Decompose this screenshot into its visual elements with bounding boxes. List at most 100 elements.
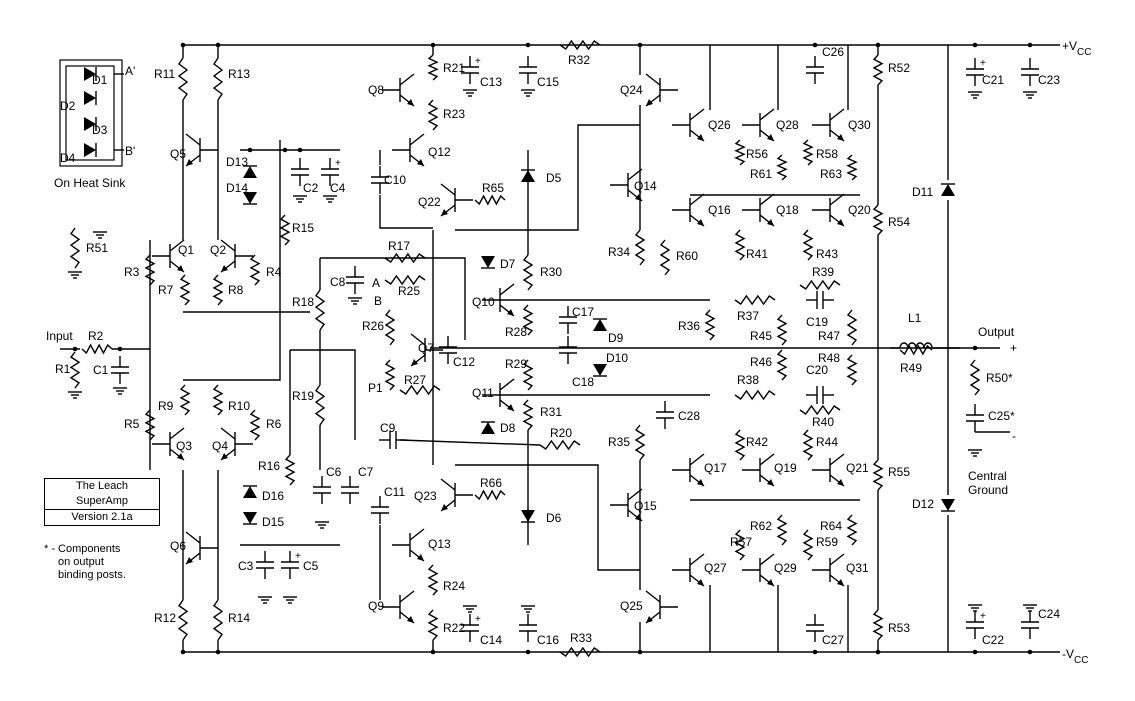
label-r55: R55 xyxy=(888,465,910,479)
label-r19: R19 xyxy=(292,389,314,403)
label-r49: R49 xyxy=(900,361,922,375)
label-q15: Q15 xyxy=(634,499,657,513)
transistor-q7 xyxy=(410,333,443,367)
capacitor-c6 xyxy=(313,476,331,504)
resistor-r35 xyxy=(634,424,646,461)
diode-d11 xyxy=(941,183,955,196)
junction-dot xyxy=(1027,42,1033,48)
label-r16: R16 xyxy=(258,459,280,473)
label-c24: C24 xyxy=(1038,607,1060,621)
resistor-r23 xyxy=(427,99,439,131)
output-plus-label: + xyxy=(1010,341,1017,355)
label-r44: R44 xyxy=(816,435,838,449)
capacitor-c12 xyxy=(439,336,457,364)
junction-dot xyxy=(297,147,303,153)
resistor-r43 xyxy=(802,229,814,261)
label-c10: C10 xyxy=(384,173,406,187)
transistor-q30 xyxy=(812,108,845,142)
label-c4: C4 xyxy=(330,181,346,195)
label-r26: R26 xyxy=(362,319,384,333)
diode-d13 xyxy=(243,165,257,178)
diode-d12 xyxy=(941,499,955,512)
resistor-r48 xyxy=(846,354,858,386)
label-r40: R40 xyxy=(812,415,834,429)
label-d15: D15 xyxy=(262,515,284,529)
ground-symbol xyxy=(463,605,477,613)
ground-symbol xyxy=(258,596,272,604)
label-c17: C17 xyxy=(572,305,594,319)
label-r17: R17 xyxy=(388,239,410,253)
label-d7: D7 xyxy=(500,257,516,271)
capacitor-c3 xyxy=(256,551,274,579)
label-q21: Q21 xyxy=(846,461,869,475)
ground-symbol xyxy=(293,195,307,203)
label-d13: D13 xyxy=(226,155,248,169)
label-r15: R15 xyxy=(292,221,314,235)
resistor-r6 xyxy=(249,409,261,441)
label-c6: C6 xyxy=(326,465,342,479)
transistor-q27 xyxy=(672,553,705,587)
capacitor-c11 xyxy=(371,496,389,524)
label-r6: R6 xyxy=(266,417,282,431)
pos-rail-label: +VCC xyxy=(1062,39,1091,58)
wire xyxy=(379,195,433,229)
label-q25: Q25 xyxy=(620,599,643,613)
transistor-q8 xyxy=(382,73,415,107)
label-q5: Q5 xyxy=(170,147,186,161)
label-c25-star: C25* xyxy=(988,409,1015,423)
input-label: Input xyxy=(46,329,73,343)
label-d10: D10 xyxy=(606,351,628,365)
transistor-q17 xyxy=(672,453,705,487)
transistor-q2 xyxy=(220,239,253,273)
transistor-q9 xyxy=(382,590,415,624)
resistor-r3 xyxy=(144,254,156,286)
label-r63: R63 xyxy=(820,167,842,181)
resistor-r32 xyxy=(559,39,601,51)
label-r61: R61 xyxy=(750,167,772,181)
resistor-r28 xyxy=(522,304,534,336)
svg-text:+: + xyxy=(335,158,341,169)
label-d9: D9 xyxy=(608,331,624,345)
resistor-r10 xyxy=(212,384,224,416)
transistor-q3 xyxy=(152,427,185,461)
wire xyxy=(320,257,466,340)
label-r22: R22 xyxy=(443,621,465,635)
label-r14: R14 xyxy=(228,611,250,625)
label-q19: Q19 xyxy=(774,461,797,475)
notes-line-3: binding posts. xyxy=(58,569,126,581)
label-r62: R62 xyxy=(750,519,772,533)
label-c7: C7 xyxy=(358,465,374,479)
resistor-r65 xyxy=(474,194,506,206)
label-d3: D3 xyxy=(92,123,108,137)
label-q17: Q17 xyxy=(704,461,727,475)
label-c26: C26 xyxy=(822,45,844,59)
label-r27: R27 xyxy=(404,373,426,387)
label-r66: R66 xyxy=(480,476,502,490)
resistor-r61 xyxy=(776,154,788,181)
resistor-r2 xyxy=(81,343,113,355)
junction-dot xyxy=(972,42,978,48)
resistor-r59 xyxy=(802,529,814,561)
wiring xyxy=(60,42,1060,655)
resistor-r52 xyxy=(872,54,884,86)
label-c1: C1 xyxy=(93,363,109,377)
label-r4: R4 xyxy=(266,265,282,279)
label-r3: R3 xyxy=(124,265,140,279)
central-ground-label-2: Ground xyxy=(968,483,1008,497)
junction-dot xyxy=(1027,649,1033,655)
resistor-r8 xyxy=(212,274,224,306)
resistor-r19 xyxy=(314,384,326,426)
label-l1: L1 xyxy=(908,311,922,325)
label-c23: C23 xyxy=(1038,73,1060,87)
capacitor-c16 xyxy=(519,614,537,642)
capacitor-c4: + xyxy=(321,158,341,186)
diode-d9 xyxy=(593,318,607,331)
junction-dot xyxy=(525,42,531,48)
capacitor-c17 xyxy=(559,306,577,334)
resistor-r63 xyxy=(846,154,858,181)
label-r38: R38 xyxy=(737,373,759,387)
transistor-q29 xyxy=(742,553,775,587)
label-d14: D14 xyxy=(226,181,248,195)
label-r46: R46 xyxy=(750,355,772,369)
